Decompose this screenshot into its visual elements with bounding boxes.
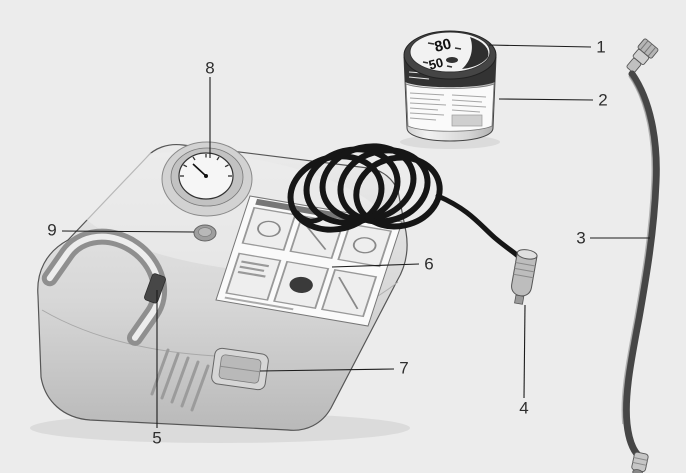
hose-highlight bbox=[621, 75, 654, 425]
leader-lines bbox=[61, 44, 650, 428]
hose-top-fitting bbox=[626, 38, 659, 73]
sealant-bottle: 80 50 bbox=[403, 30, 497, 142]
cap-shade-crescent bbox=[462, 37, 489, 69]
instruction-label bbox=[215, 195, 403, 327]
pressure-gauge bbox=[161, 141, 253, 217]
callout-2-leader bbox=[498, 98, 594, 101]
hose-tube bbox=[622, 70, 660, 461]
callout-5-label: 5 bbox=[152, 428, 162, 448]
callout-2-label: 2 bbox=[598, 90, 608, 110]
speed-dashes bbox=[422, 42, 462, 68]
callout-3-label: 3 bbox=[576, 228, 586, 248]
callout-1-label: 1 bbox=[596, 37, 606, 57]
hose-bottom-fitting bbox=[631, 451, 649, 473]
front-crease bbox=[41, 309, 216, 357]
callout-9-leader bbox=[61, 230, 195, 233]
gauge-needle bbox=[192, 163, 207, 177]
callout-9-label: 9 bbox=[47, 220, 57, 240]
pressure-release-button bbox=[193, 224, 217, 242]
plug-tip bbox=[514, 294, 525, 305]
compressor-unit bbox=[37, 141, 408, 431]
power-switch bbox=[211, 347, 269, 391]
callout-6-label: 6 bbox=[424, 254, 434, 274]
inflation-hose bbox=[621, 38, 660, 473]
speed-value-50: 50 bbox=[427, 55, 445, 73]
callout-1-leader bbox=[488, 44, 592, 48]
plug-ribs bbox=[513, 261, 536, 279]
callout-8-label: 8 bbox=[205, 58, 215, 78]
callout-6-leader bbox=[331, 263, 420, 268]
cap-center-dot bbox=[446, 57, 458, 63]
label-text-lines bbox=[409, 92, 487, 121]
plug-top bbox=[516, 249, 538, 260]
bottle-holder-recess bbox=[41, 228, 168, 346]
callout-7-leader bbox=[259, 368, 395, 372]
label-small-block bbox=[451, 114, 483, 127]
gauge-hub bbox=[204, 174, 208, 178]
callout-4-leader bbox=[523, 304, 526, 399]
bottle-holder-slot bbox=[144, 273, 166, 304]
gauge-ticks bbox=[180, 154, 232, 177]
cable-coil bbox=[287, 143, 443, 233]
speed-restriction-marking: 80 50 bbox=[422, 35, 462, 73]
cable-lead bbox=[435, 193, 522, 260]
cooling-vents bbox=[150, 348, 210, 412]
instruction-pictograms bbox=[224, 198, 393, 318]
power-cable bbox=[287, 143, 538, 305]
callout-7-label: 7 bbox=[399, 358, 409, 378]
speed-value-80: 80 bbox=[433, 35, 453, 56]
power-plug-connector bbox=[511, 249, 538, 305]
callout-4-label: 4 bbox=[519, 398, 529, 418]
